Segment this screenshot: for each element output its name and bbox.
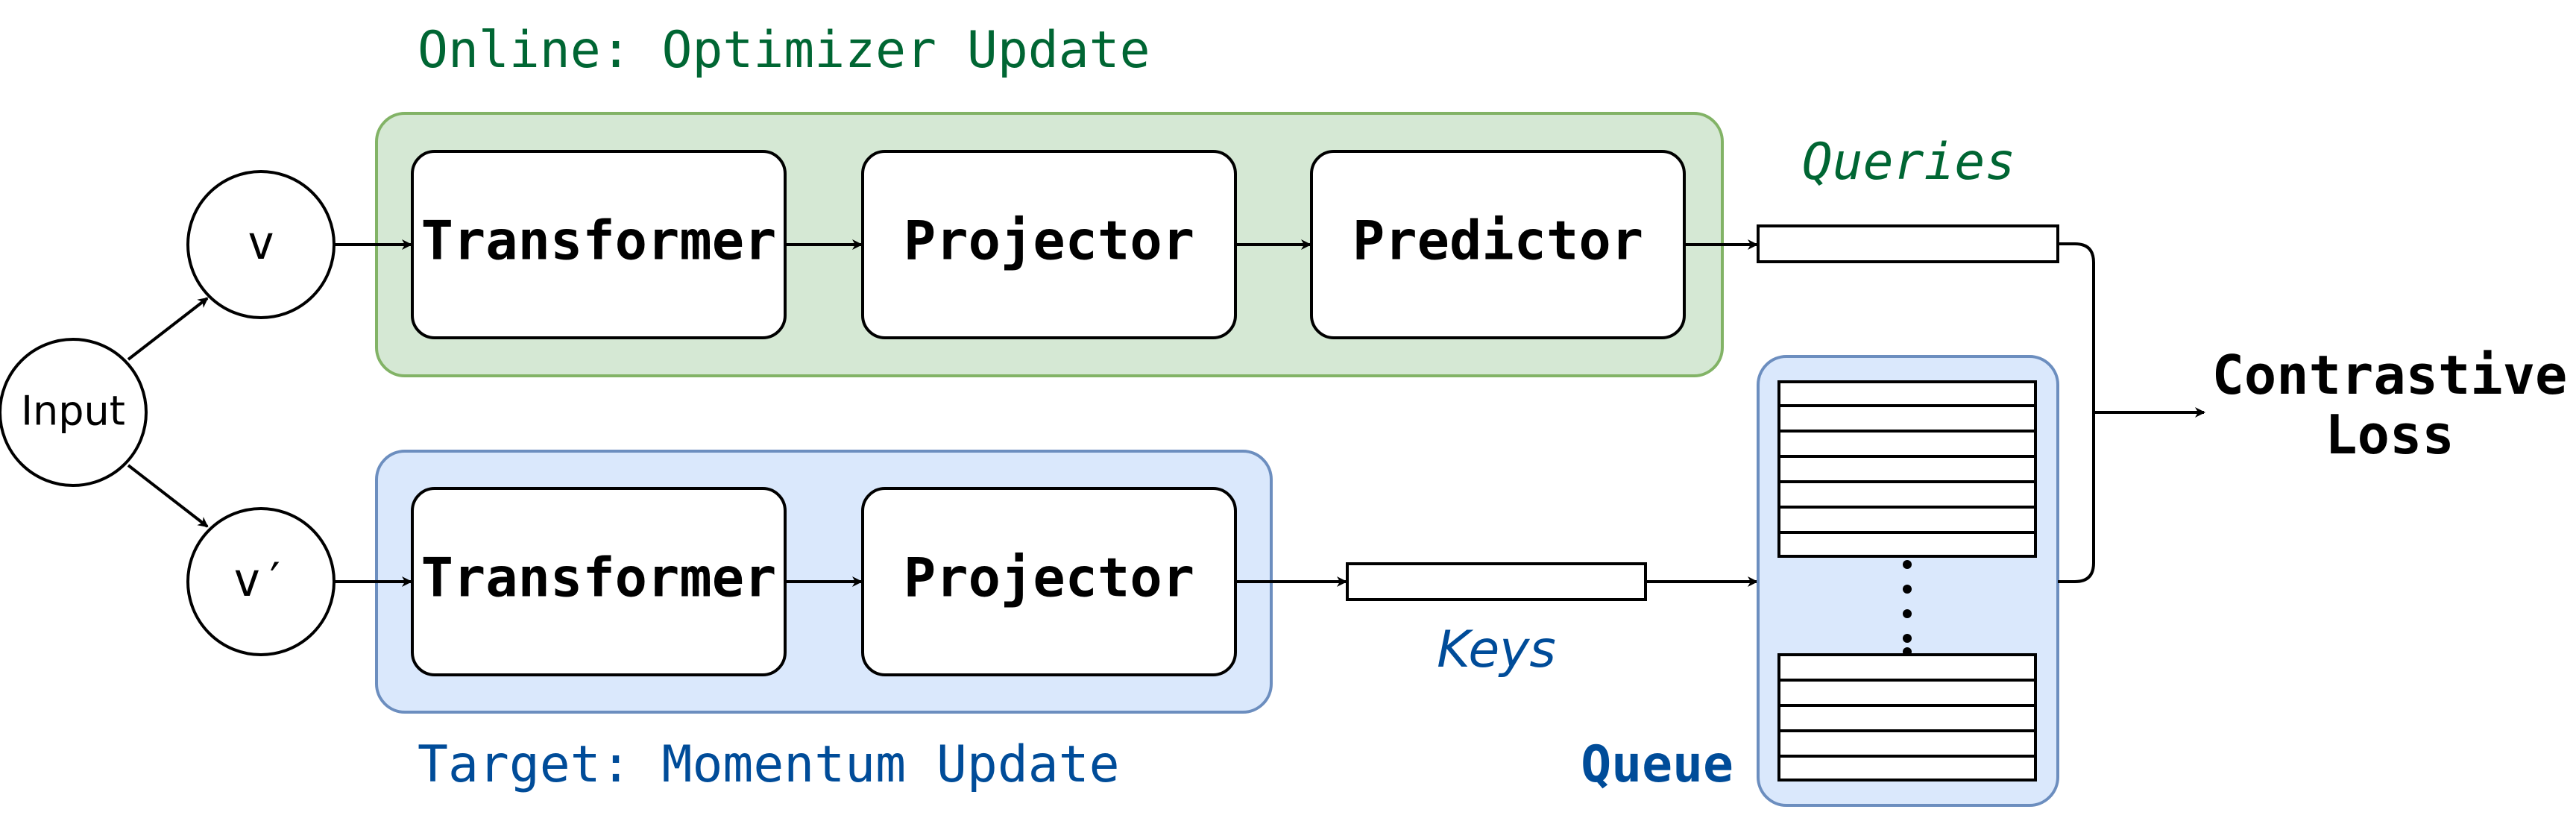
queue-upper-stack — [1777, 380, 2037, 558]
loss-label-line2: Loss — [2325, 403, 2454, 466]
online-transformer-label: Transformer — [421, 210, 777, 272]
connector-queries-to-loss — [2058, 242, 2095, 412]
target-view-label: v′ — [233, 553, 289, 607]
online-projector-label: Projector — [904, 210, 1194, 272]
online-predictor-label: Predictor — [1352, 210, 1643, 272]
loss-label-line1: Contrastive — [2212, 344, 2568, 406]
connector-queue-to-loss — [2058, 412, 2095, 583]
queue-ellipsis-dots — [1903, 560, 1912, 656]
target-group-title: Target: Momentum Update — [418, 735, 1120, 794]
keys-vector — [1346, 562, 1647, 601]
queries-vector — [1757, 224, 2059, 263]
queue-label: Queue — [1581, 735, 1733, 794]
queue-lower-stack — [1777, 653, 2037, 781]
arrow-input-to-v — [127, 297, 209, 361]
target-transformer-label: Transformer — [421, 547, 777, 609]
online-view-label: v — [247, 216, 274, 270]
queries-label: Queries — [1802, 133, 2016, 192]
target-projector-label: Projector — [904, 547, 1194, 609]
input-label: Input — [21, 388, 125, 435]
input-node — [0, 338, 148, 487]
arrow-input-to-v-prime — [127, 464, 209, 528]
keys-label: Keys — [1437, 620, 1556, 679]
online-group-title: Online: Optimizer Update — [418, 21, 1150, 80]
